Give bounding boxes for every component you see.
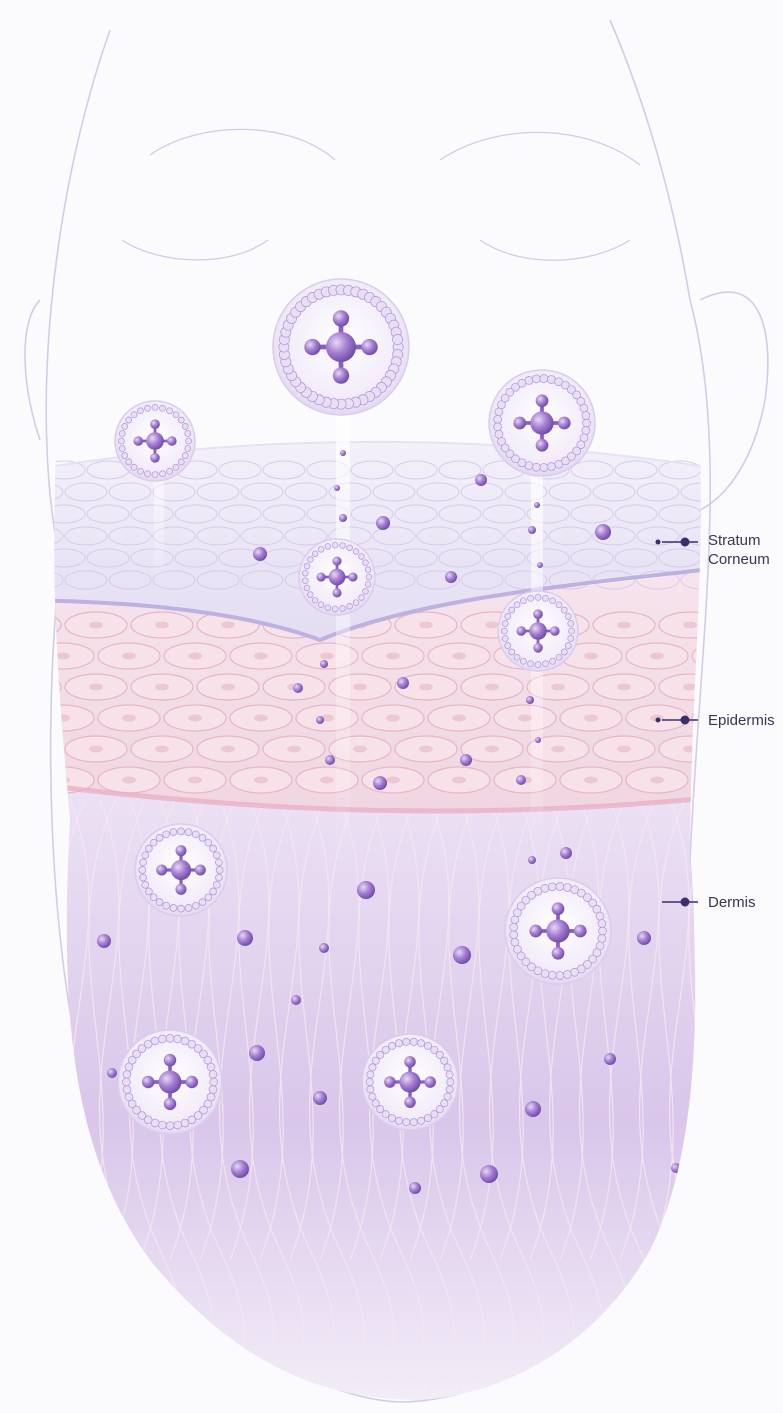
particle-dot-icon (340, 450, 346, 456)
label-dermis-text: Dermis (708, 893, 756, 912)
particle-dot-icon (325, 755, 335, 765)
molecule-capsule-icon (118, 1030, 222, 1134)
particle-dot-icon (671, 1163, 681, 1173)
particle-dot-icon (453, 946, 471, 964)
particle-dot-icon (253, 547, 267, 561)
particle-dot-icon (460, 754, 472, 766)
molecule-capsule-icon (498, 591, 578, 671)
label-stratum-corneum-line1: Stratum (708, 531, 770, 550)
particle-dot-icon (528, 856, 536, 864)
molecule-capsule-icon (135, 824, 227, 916)
particle-dot-icon (291, 995, 301, 1005)
particle-dot-icon (357, 881, 375, 899)
label-dermis: Dermis (708, 893, 756, 912)
particle-dot-icon (231, 1160, 249, 1178)
label-stratum-corneum-line2: Corneum (708, 550, 770, 569)
particle-dot-icon (107, 1068, 117, 1078)
molecule-capsule-icon (505, 878, 611, 984)
particle-dot-icon (480, 1165, 498, 1183)
particle-dot-icon (339, 514, 347, 522)
particle-dot-icon (397, 677, 409, 689)
particle-dot-icon (376, 516, 390, 530)
molecule-capsule-icon (299, 539, 375, 615)
molecule-capsule-icon (115, 401, 195, 481)
label-stratum-corneum: Stratum Corneum (708, 531, 770, 569)
particle-dot-icon (475, 474, 487, 486)
particle-dot-icon (445, 571, 457, 583)
molecule-capsule-icon (489, 370, 595, 476)
particle-dot-icon (535, 737, 541, 743)
particle-dot-icon (97, 934, 111, 948)
particle-dot-icon (237, 930, 253, 946)
particle-dot-icon (334, 485, 340, 491)
particle-dot-icon (293, 683, 303, 693)
molecule-capsule-icon (362, 1034, 458, 1130)
particle-dot-icon (373, 776, 387, 790)
label-epidermis: Epidermis (708, 711, 775, 730)
particle-dot-icon (537, 562, 543, 568)
particle-dot-icon (409, 1182, 421, 1194)
particle-dot-icon (316, 716, 324, 724)
particle-dot-icon (516, 775, 526, 785)
particle-dot-icon (319, 943, 329, 953)
particle-dot-icon (604, 1053, 616, 1065)
label-epidermis-text: Epidermis (708, 711, 775, 730)
particle-dot-icon (313, 1091, 327, 1105)
particle-dot-icon (528, 526, 536, 534)
particle-dot-icon (637, 931, 651, 945)
particle-dot-icon (526, 696, 534, 704)
molecule-capsule-icon (273, 279, 409, 415)
particle-dot-icon (525, 1101, 541, 1117)
particle-dot-icon (595, 524, 611, 540)
particle-dot-icon (534, 502, 540, 508)
particle-dot-icon (320, 660, 328, 668)
particle-dot-icon (249, 1045, 265, 1061)
particle-dot-icon (560, 847, 572, 859)
